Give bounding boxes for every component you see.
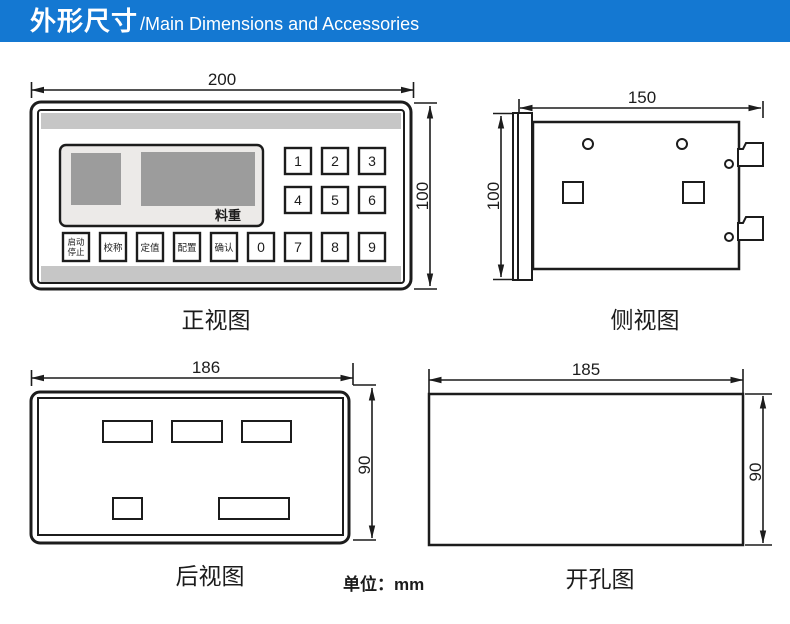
unit-note: 单位：mm (343, 575, 425, 594)
key-9 (357, 231, 387, 263)
connector-cutout-small (112, 497, 143, 520)
keypad: 1 2 3 4 5 6 启动 停止 校称 定值 配置 (61, 146, 387, 263)
key-calibrate (98, 231, 128, 263)
screw-hole (724, 232, 734, 242)
side-dim-height-label: 100 (484, 182, 503, 210)
bottom-trim-strip (41, 266, 401, 282)
key-7 (283, 231, 313, 263)
rear-view: 186 90 后视图 (10, 355, 400, 595)
key-2-label: 2 (331, 153, 339, 169)
key-3 (357, 146, 387, 176)
front-width-dimension: 200 (30, 70, 415, 98)
vent-hole (582, 138, 594, 150)
key-1-label: 1 (294, 153, 302, 169)
key-start-stop (61, 231, 91, 263)
panel-cutout-outline (427, 392, 745, 547)
cutout-dim-height-label: 90 (746, 463, 765, 482)
front-view: 200 100 料重 1 2 (20, 60, 440, 340)
key-set-value-label: 定值 (140, 242, 160, 254)
display-label: 料重 (215, 208, 241, 223)
key-start-stop-label-2: 停止 (67, 247, 85, 257)
connector-cutout (102, 420, 153, 443)
display-screen-right (141, 152, 255, 206)
front-height-dimension: 100 (413, 102, 437, 290)
front-dim-width-label: 200 (208, 70, 236, 89)
rear-body (29, 390, 351, 545)
device-front-face: 料重 (29, 100, 413, 291)
side-view: 150 100 侧视图 (470, 70, 790, 340)
front-panel-frame (37, 109, 405, 284)
side-cutout (682, 181, 705, 204)
vent-hole (676, 138, 688, 150)
key-6-label: 6 (368, 192, 376, 208)
key-2 (320, 146, 350, 176)
key-5-label: 5 (331, 192, 339, 208)
cutout-view: 185 90 开孔图 (400, 355, 790, 605)
key-4 (283, 185, 313, 215)
rear-dim-height-label: 90 (355, 456, 374, 475)
side-view-label: 侧视图 (611, 307, 680, 333)
side-dim-width-label: 150 (628, 88, 656, 107)
front-view-label: 正视图 (182, 307, 251, 333)
connector-cutout (241, 420, 292, 443)
connector-cutout (171, 420, 223, 443)
key-8 (320, 231, 350, 263)
key-4-label: 4 (294, 192, 302, 208)
header-bar: 外形尺寸 /Main Dimensions and Accessories (0, 0, 790, 42)
connector-cutout-wide (218, 497, 290, 520)
front-bezel (517, 112, 533, 281)
rear-width-dimension: 186 (30, 358, 376, 386)
key-0-label: 0 (257, 239, 265, 255)
key-confirm (209, 231, 239, 263)
rear-case-outline (29, 390, 351, 545)
rear-panel (37, 397, 344, 536)
key-start-stop-label-1: 启动 (67, 237, 85, 247)
rear-dim-width-label: 186 (192, 358, 220, 377)
front-dim-height-label: 100 (413, 182, 432, 210)
cutout-height-dimension: 90 (745, 393, 772, 546)
top-trim-strip (41, 113, 401, 129)
side-body (512, 112, 764, 281)
key-0 (246, 231, 276, 263)
cutout-width-dimension: 185 (428, 360, 744, 394)
key-1 (283, 146, 313, 176)
cutout-view-label: 开孔图 (566, 566, 635, 592)
screw-hole (724, 159, 734, 169)
key-9-label: 9 (368, 239, 376, 255)
key-set-value (135, 231, 165, 263)
key-confirm-label: 确认 (214, 242, 234, 254)
header-title-zh: 外形尺寸 (30, 6, 139, 36)
side-width-dimension: 150 (518, 88, 764, 118)
side-height-dimension: 100 (484, 112, 520, 281)
mounting-clip-bottom (737, 216, 764, 241)
key-6 (357, 185, 387, 215)
header-title-en: /Main Dimensions and Accessories (140, 14, 420, 34)
display-screen-left (71, 153, 121, 205)
rear-height-dimension: 90 (353, 387, 376, 541)
key-configure (172, 231, 202, 263)
key-7-label: 7 (294, 239, 302, 255)
cutout-dim-width-label: 185 (572, 360, 600, 379)
key-calibrate-label: 校称 (103, 242, 123, 254)
rear-view-label: 后视图 (176, 563, 245, 589)
key-3-label: 3 (368, 153, 376, 169)
key-8-label: 8 (331, 239, 339, 255)
key-configure-label: 配置 (177, 243, 196, 254)
mounting-clip-top (737, 142, 764, 167)
key-5 (320, 185, 350, 215)
side-cutout (562, 181, 584, 204)
